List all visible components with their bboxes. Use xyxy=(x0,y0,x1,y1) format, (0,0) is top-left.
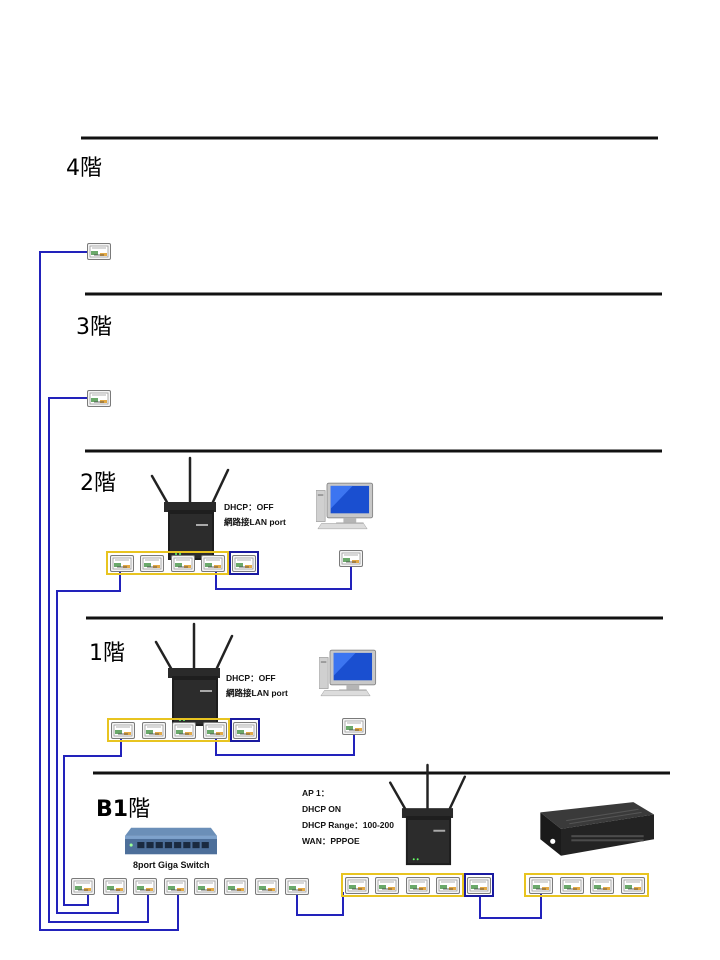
router-lan-group-2f xyxy=(106,551,229,575)
router-icon-2f xyxy=(150,456,230,562)
ap-note-1f-line1: DHCP：OFF xyxy=(226,673,276,683)
ap1-port-lan1 xyxy=(345,877,369,894)
pc-port-1f xyxy=(342,718,366,735)
switch-caption: 8port Giga Switch xyxy=(133,860,210,870)
modem-port-1 xyxy=(529,877,553,894)
floor-label-1f: 1階 xyxy=(89,641,125,666)
port-1f-wan xyxy=(233,722,257,739)
modem-icon xyxy=(539,801,654,857)
port-2f-lan3 xyxy=(171,555,195,572)
switch-port-4 xyxy=(164,878,188,895)
ap-note-2f: DHCP：OFF 網路接LAN port xyxy=(224,500,286,530)
ap-note-1f-line2: 網路接LAN port xyxy=(226,688,288,698)
floor-label-4f: 4階 xyxy=(66,156,102,181)
ap1-port-lan3 xyxy=(406,877,430,894)
ap1-port-lan2 xyxy=(375,877,399,894)
switch-port-7 xyxy=(255,878,279,895)
riser-cables xyxy=(39,251,542,931)
floor-label-b1-suffix: 階 xyxy=(128,797,151,822)
ap1-config-line4: WAN：PPPOE xyxy=(302,836,360,846)
wall-port-4f xyxy=(87,243,111,260)
port-1f-lan1 xyxy=(111,722,135,739)
port-2f-lan2 xyxy=(140,555,164,572)
switch-port-3 xyxy=(133,878,157,895)
router-icon-1f xyxy=(154,622,234,728)
switch-icon xyxy=(125,827,217,855)
ap-note-2f-line1: DHCP：OFF xyxy=(224,502,274,512)
port-1f-lan4 xyxy=(203,722,227,739)
ap1-config-line3: DHCP Range：100-200 xyxy=(302,820,394,830)
switch-port-2 xyxy=(103,878,127,895)
ap1-config-line2: DHCP ON xyxy=(302,804,342,814)
switch-port-5 xyxy=(194,878,218,895)
router-wan-port-1f xyxy=(230,718,260,742)
pc-port-2f xyxy=(339,550,363,567)
ap1-port-wan xyxy=(467,877,491,894)
port-2f-wan xyxy=(232,555,256,572)
switch-port-1 xyxy=(71,878,95,895)
modem-port-4 xyxy=(621,877,645,894)
port-1f-lan3 xyxy=(172,722,196,739)
router-wan-port-2f xyxy=(229,551,259,575)
modem-port-2 xyxy=(560,877,584,894)
ap1-port-lan4 xyxy=(436,877,460,894)
port-2f-lan4 xyxy=(201,555,225,572)
modem-port-group xyxy=(524,873,649,897)
ap1-config-line1: AP 1： xyxy=(302,788,330,798)
ap-note-2f-line2: 網路接LAN port xyxy=(224,517,286,527)
floor-label-b1: B1階 xyxy=(96,791,150,823)
floor-label-2f: 2階 xyxy=(80,471,116,496)
ap1-wan-port xyxy=(464,873,494,897)
floor-label-b1-prefix: B1 xyxy=(96,797,129,822)
wall-port-3f xyxy=(87,390,111,407)
ap1-config-note: AP 1： DHCP ON DHCP Range：100-200 WAN：PPP… xyxy=(302,785,394,849)
pc-icon-1f xyxy=(319,649,377,697)
switch-port-8 xyxy=(285,878,309,895)
floor-label-3f: 3階 xyxy=(76,315,112,340)
ap1-lan-group xyxy=(341,873,464,897)
router-icon-ap1 xyxy=(388,763,467,867)
port-2f-lan1 xyxy=(110,555,134,572)
pc-icon-2f xyxy=(316,482,374,530)
ap-note-1f: DHCP：OFF 網路接LAN port xyxy=(226,671,288,701)
router-lan-group-1f xyxy=(107,718,230,742)
switch-port-6 xyxy=(224,878,248,895)
port-1f-lan2 xyxy=(142,722,166,739)
modem-port-3 xyxy=(590,877,614,894)
